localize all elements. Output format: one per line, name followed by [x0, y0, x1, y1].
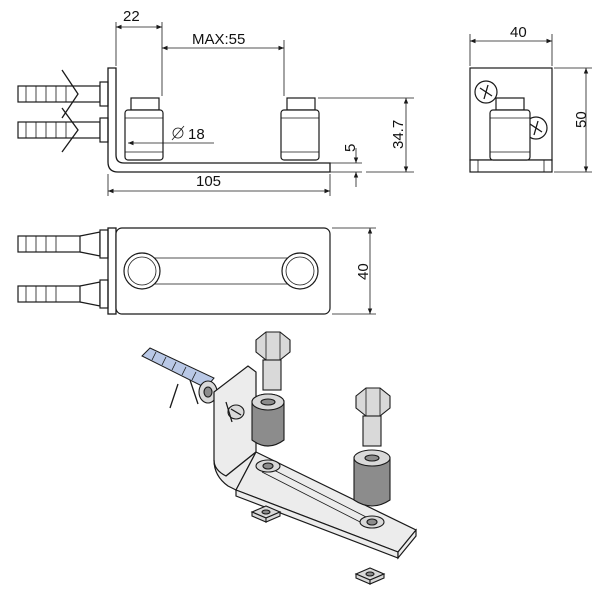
- wall-anchor-plan-top: [17, 229, 109, 259]
- dim-side-width: 40: [510, 24, 527, 41]
- wall-anchor-bottom: [17, 107, 109, 153]
- screw-icon: [225, 401, 245, 423]
- isometric-view: [141, 331, 417, 585]
- iso-wall-anchor: [141, 347, 218, 409]
- wall-anchor-top: [17, 69, 109, 119]
- square-nut-icon: [354, 567, 386, 585]
- dim-side-height: 50: [573, 111, 590, 128]
- dim-length: 105: [196, 173, 221, 190]
- iso-left-bolt: [251, 331, 291, 447]
- dim-max-slot: MAX:55: [192, 31, 245, 48]
- dim-thickness: 5: [342, 144, 359, 152]
- dim-plan-width: 40: [355, 263, 372, 280]
- plan-view: 40: [17, 227, 376, 315]
- bracket-plan: [115, 227, 331, 315]
- right-washer: [281, 252, 319, 290]
- diameter-symbol-icon: [171, 125, 185, 141]
- dim-top-offset: 22: [123, 8, 140, 25]
- front-view: 22 MAX:55 18 5 34.7 105: [17, 8, 414, 196]
- dim-diameter: 18: [188, 126, 205, 143]
- wall-anchor-plan-bottom: [17, 279, 109, 309]
- screw-icon: [474, 80, 498, 104]
- right-bolt-spacer: [280, 97, 320, 161]
- side-view: 40 50: [469, 24, 592, 173]
- iso-right-bolt: [353, 387, 391, 507]
- left-washer: [123, 252, 161, 290]
- left-bolt-spacer: [124, 97, 164, 161]
- square-nut-icon: [250, 505, 282, 523]
- dim-height: 34.7: [390, 120, 407, 149]
